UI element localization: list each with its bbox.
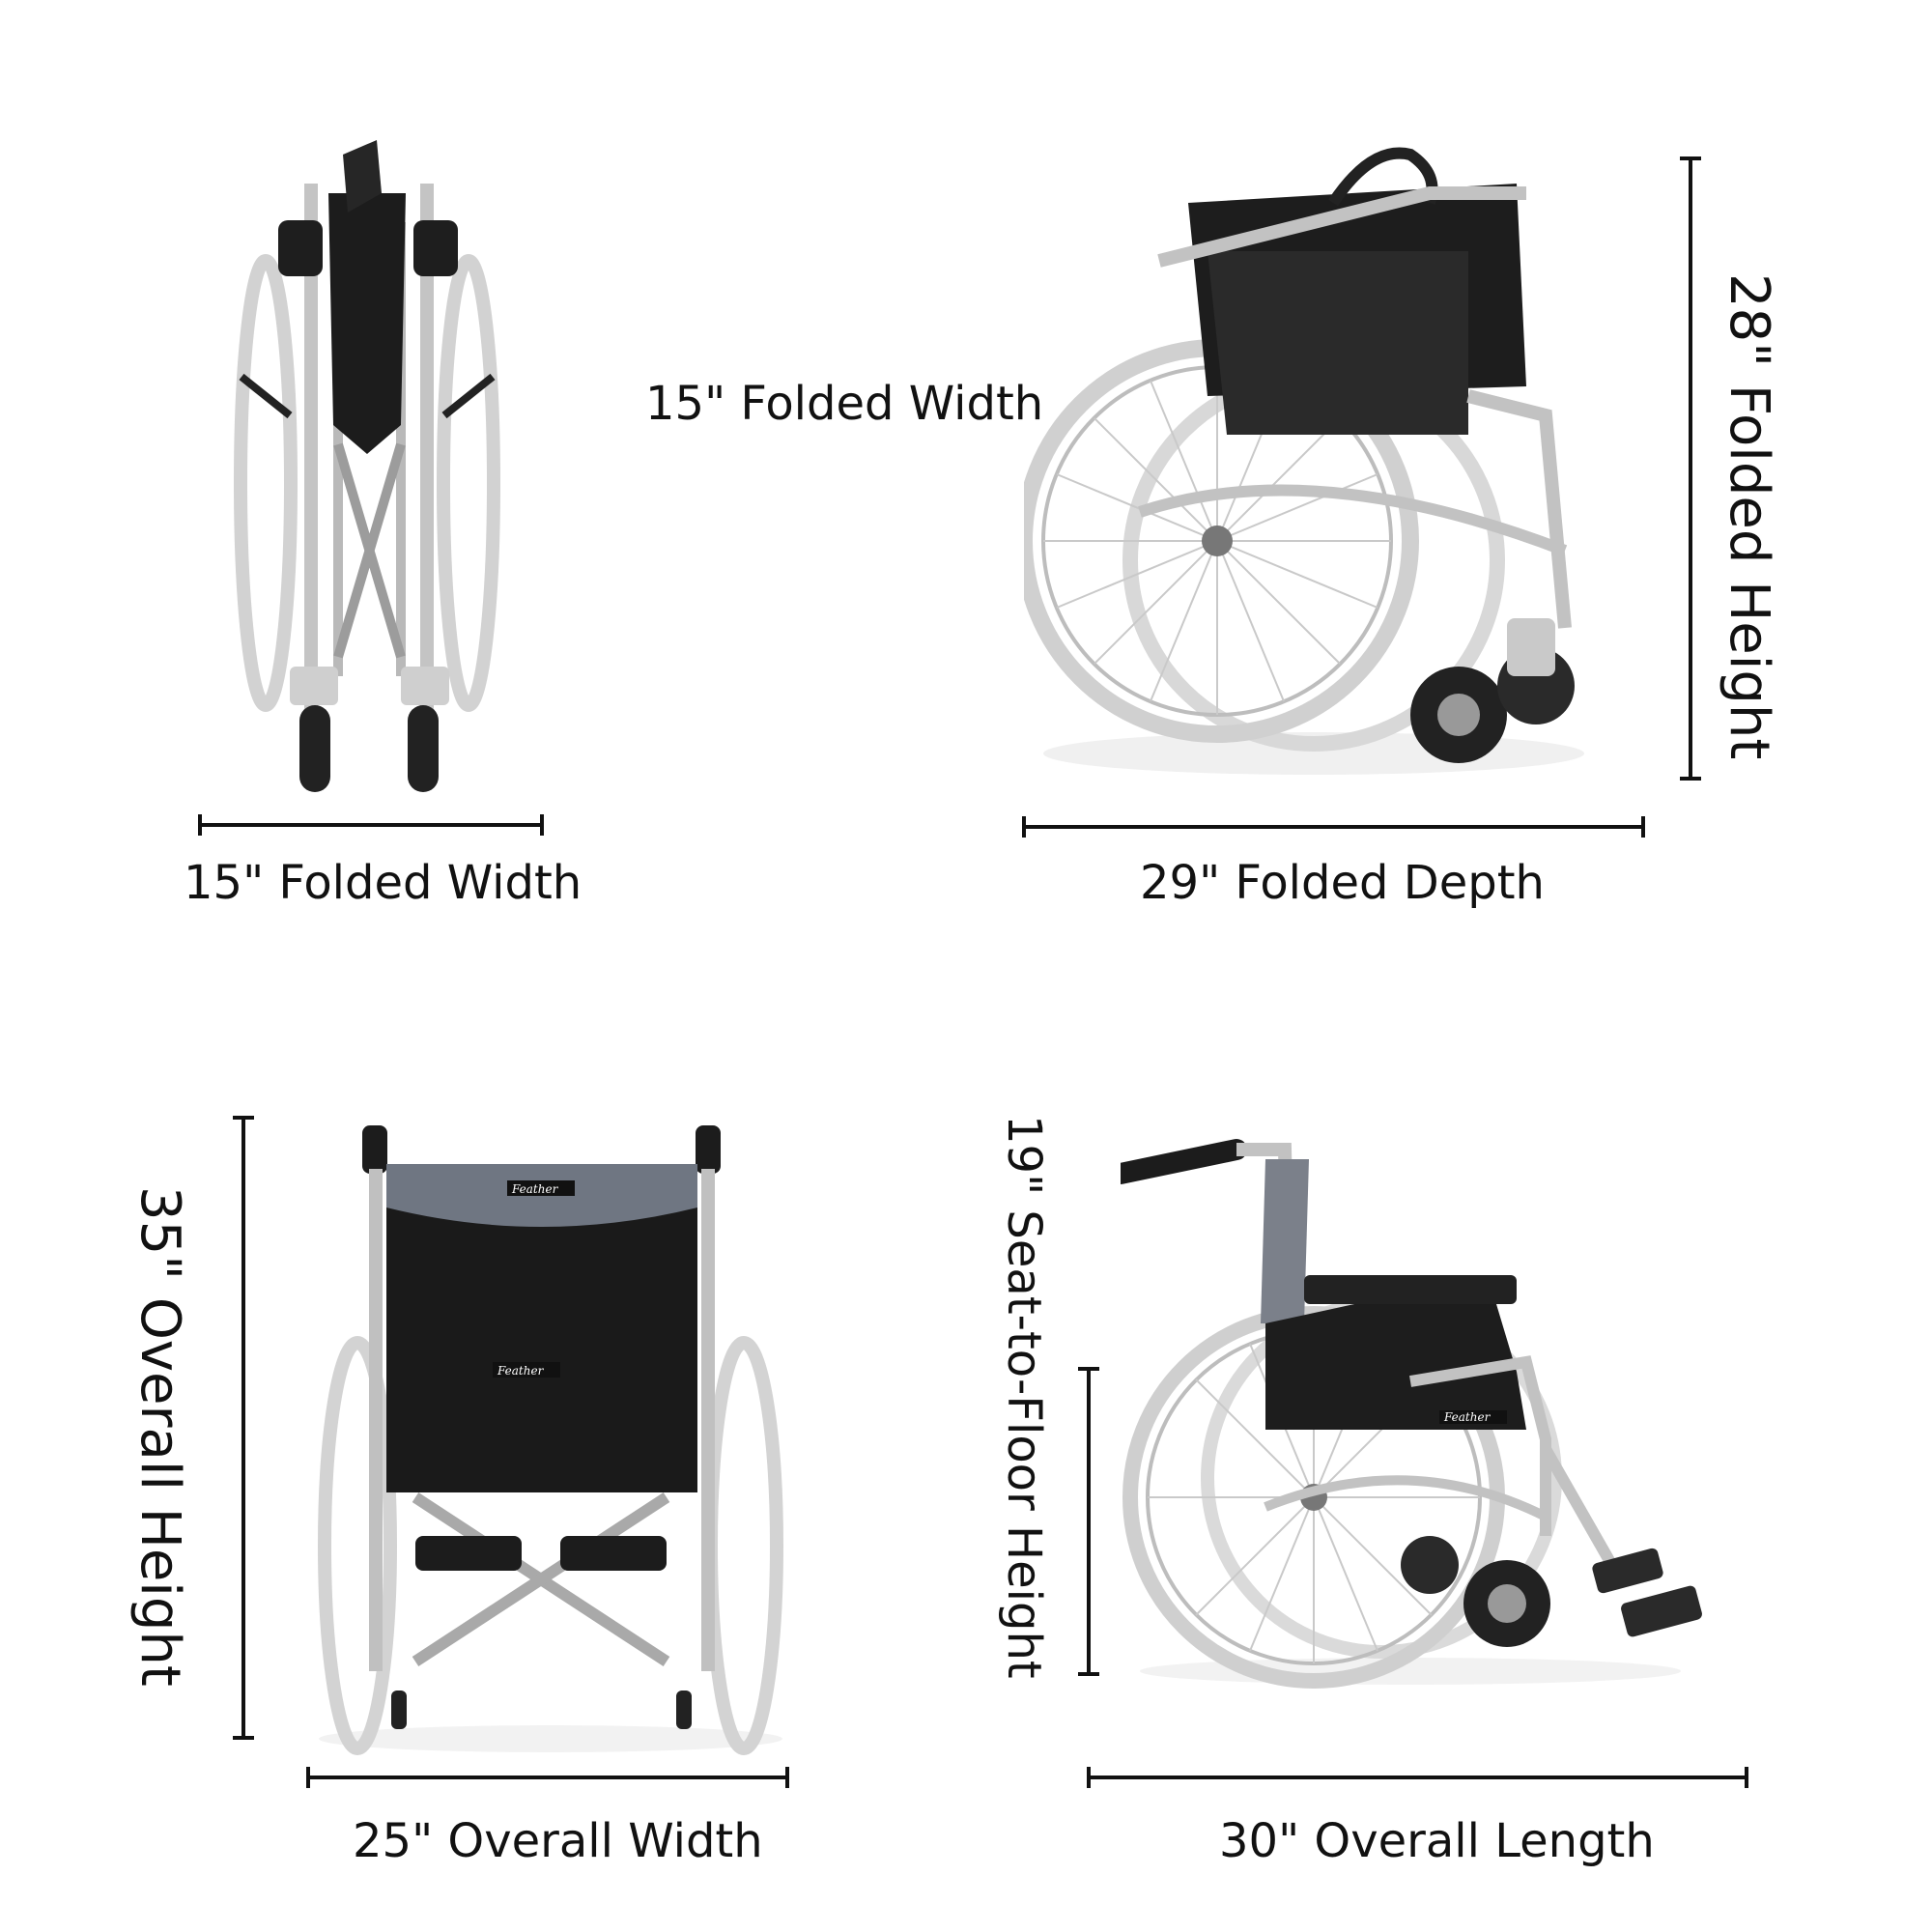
svg-text:Feather: Feather: [497, 1364, 545, 1378]
seat-height-dimension-line: [1078, 1367, 1099, 1676]
overall-height-label: 35" Overall Height: [128, 1186, 191, 1687]
overall-width-dimension-line: [306, 1767, 789, 1788]
folded-depth-dimension-line: [1022, 816, 1645, 838]
svg-text:Feather: Feather: [1443, 1410, 1492, 1424]
folded-wheelchair-side-photo: [1024, 147, 1584, 775]
seat-to-floor-height-label: 19" Seat-to-Floor Height: [997, 1115, 1051, 1679]
folded-width-inline-label: 15" Folded Width: [645, 377, 1044, 431]
svg-text:Feather: Feather: [511, 1182, 559, 1196]
overall-length-dimension-line: [1087, 1767, 1748, 1788]
overall-length-label: 30" Overall Length: [1219, 1814, 1655, 1868]
overall-width-label: 25" Overall Width: [353, 1814, 763, 1868]
open-wheelchair-side-photo: Feather: [1121, 1139, 1702, 1689]
folded-height-label: 28" Folded Height: [1718, 273, 1780, 760]
folded-width-label: 15" Folded Width: [184, 856, 582, 910]
folded-width-dimension-line: [198, 814, 544, 836]
open-wheelchair-back-photo: Feather Feather: [318, 1125, 783, 1755]
folded-depth-label: 29" Folded Depth: [1140, 856, 1545, 910]
folded-wheelchair-front-photo: [234, 140, 500, 792]
overall-height-dimension-line: [233, 1116, 254, 1740]
folded-height-dimension-line: [1680, 156, 1701, 781]
